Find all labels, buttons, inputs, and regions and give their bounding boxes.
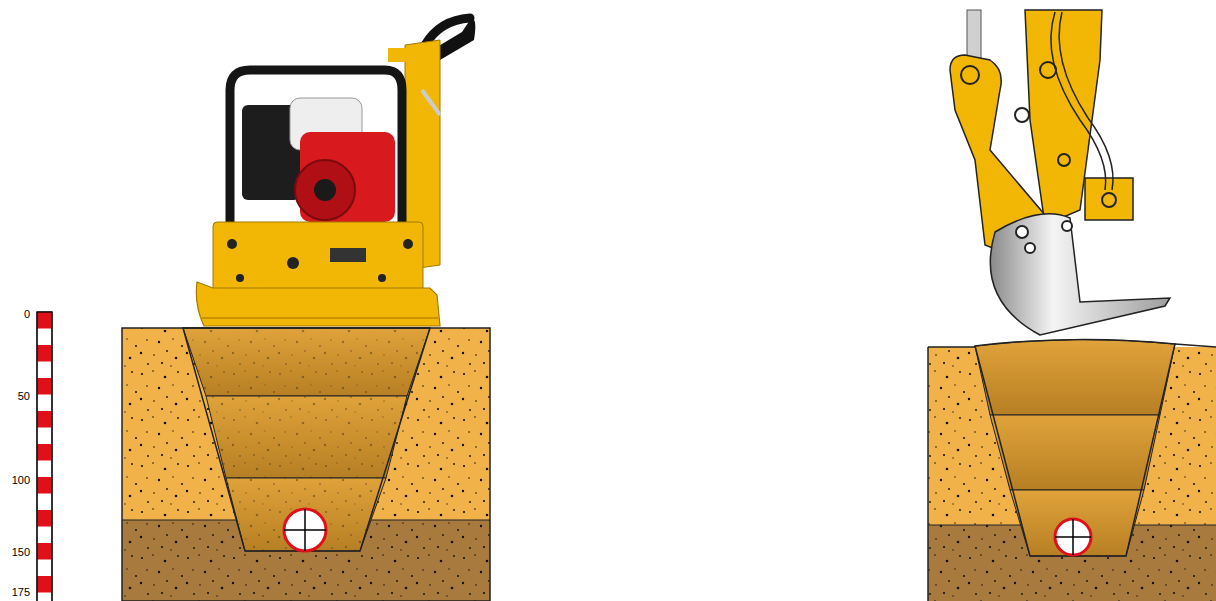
scale-number: 150 <box>0 546 30 558</box>
scale-number: 50 <box>0 390 30 402</box>
excavator-bucket <box>950 10 1170 335</box>
scale-number: 0 <box>0 308 30 320</box>
left-trench <box>122 328 490 601</box>
right-trench <box>928 339 1216 601</box>
scale-number: 100 <box>0 474 30 486</box>
scale-ruler <box>37 312 52 601</box>
scale-number: 175 <box>0 586 30 598</box>
plate-compactor <box>196 18 475 326</box>
